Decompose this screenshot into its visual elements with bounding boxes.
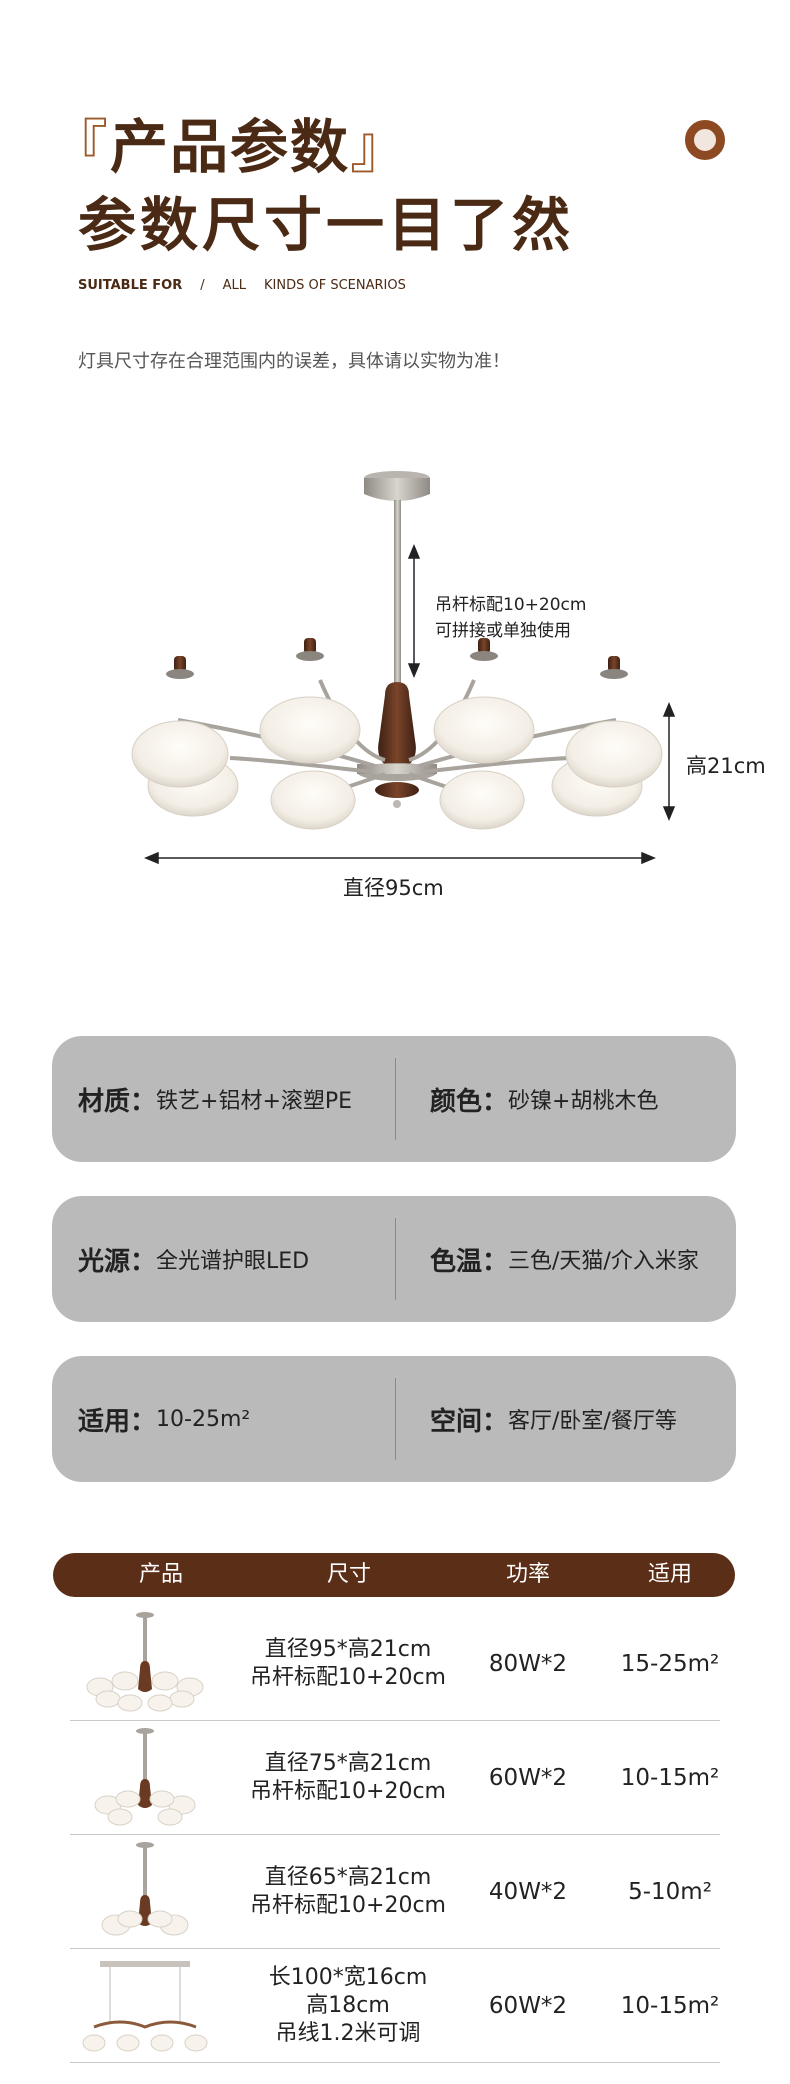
- row-divider: [70, 2062, 720, 2063]
- spec-value: 三色/天猫/介入米家: [508, 1249, 699, 1274]
- scenario-tagline: SUITABLE FOR / ALL KINDS OF SCENARIOS: [78, 278, 406, 293]
- diameter-label: 直径95cm: [343, 876, 444, 900]
- spec-card-material: 材质：铁艺+铝材+滚塑PE 颜色：砂镍+胡桃木色: [52, 1036, 736, 1162]
- area-cell: 15-25m²: [620, 1650, 720, 1677]
- row-divider: [70, 1948, 720, 1949]
- table-row: 直径75*高21cm 吊杆标配10+20cm 60W*2 10-15m²: [70, 1721, 720, 1835]
- spec-label: 光源：: [78, 1246, 157, 1277]
- area-cell: 10-15m²: [620, 1992, 720, 2019]
- row-divider: [70, 1720, 720, 1721]
- card-divider: [395, 1058, 396, 1140]
- product-thumbnail-linear: [82, 1961, 208, 2052]
- size-cell: 直径95*高21cm 吊杆标配10+20cm: [250, 1636, 446, 1690]
- tagline-strong: SUITABLE FOR: [78, 278, 183, 293]
- product-thumbnail-75: [94, 1728, 196, 1826]
- card-divider: [395, 1378, 396, 1460]
- spec-card-usage: 适用：10-25m² 空间：客厅/卧室/餐厅等: [52, 1356, 736, 1482]
- size-cell: 直径65*高21cm 吊杆标配10+20cm: [250, 1864, 446, 1918]
- spec-value: 全光谱护眼LED: [156, 1249, 310, 1274]
- table-header: 产品 尺寸 功率 适用: [53, 1553, 735, 1597]
- power-cell: 40W*2: [488, 1878, 568, 1905]
- area-cell: 5-10m²: [628, 1878, 712, 1905]
- card-divider: [395, 1218, 396, 1300]
- column-header-area: 适用: [647, 1562, 693, 1587]
- power-cell: 60W*2: [488, 1992, 568, 2019]
- height-label: 高21cm: [686, 754, 766, 778]
- spec-value: 铁艺+铝材+滚塑PE: [156, 1089, 353, 1114]
- page-title: 『产品参数』: [50, 100, 410, 184]
- spec-card-light: 光源：全光谱护眼LED 色温：三色/天猫/介入米家: [52, 1196, 736, 1322]
- table-row: 直径65*高21cm 吊杆标配10+20cm 40W*2 5-10m²: [70, 1835, 720, 1949]
- spec-label: 颜色：: [430, 1086, 509, 1117]
- product-thumbnail-65: [101, 1842, 189, 1936]
- spec-label: 色温：: [430, 1246, 509, 1277]
- title-line-1: 产品参数: [110, 113, 351, 181]
- bracket-open: 『: [50, 113, 111, 181]
- dimension-diagram: 吊杆标配10+20cm 可拼接或单独使用 高21cm 直径95cm: [0, 460, 790, 920]
- bracket-close: 』: [350, 113, 411, 181]
- tagline-all: ALL: [222, 278, 246, 293]
- column-header-size: 尺寸: [326, 1562, 372, 1587]
- size-tolerance-notice: 灯具尺寸存在合理范围内的误差，具体请以实物为准！: [78, 351, 510, 372]
- spec-value: 客厅/卧室/餐厅等: [508, 1409, 677, 1434]
- rod-length-label: 吊杆标配10+20cm: [435, 595, 587, 615]
- rod-length-arrow: [407, 544, 421, 678]
- spec-label: 空间：: [430, 1406, 509, 1437]
- spec-label: 材质：: [78, 1086, 157, 1117]
- product-thumbnail-95: [86, 1612, 204, 1712]
- diameter-arrow: [144, 851, 656, 865]
- spec-value: 10-25m²: [156, 1406, 251, 1432]
- area-cell: 10-15m²: [620, 1764, 720, 1791]
- spec-label: 适用：: [78, 1406, 157, 1437]
- row-divider: [70, 1834, 720, 1835]
- table-row: 长100*宽16cm 高18cm 吊线1.2米可调 60W*2 10-15m²: [70, 1949, 720, 2063]
- height-arrow: [662, 702, 676, 821]
- rod-usage-label: 可拼接或单独使用: [435, 621, 571, 641]
- table-row: 直径95*高21cm 吊杆标配10+20cm 80W*2 15-25m²: [70, 1607, 720, 1721]
- page-subtitle-heading: 参数尺寸一目了然: [78, 191, 575, 259]
- spec-value: 砂镍+胡桃木色: [508, 1089, 659, 1114]
- power-cell: 80W*2: [488, 1650, 568, 1677]
- power-cell: 60W*2: [488, 1764, 568, 1791]
- tagline-scenarios: KINDS OF SCENARIOS: [264, 278, 406, 293]
- tagline-separator: /: [200, 278, 205, 293]
- size-cell: 直径75*高21cm 吊杆标配10+20cm: [250, 1750, 446, 1804]
- column-header-product: 产品: [138, 1562, 184, 1587]
- size-cell: 长100*宽16cm 高18cm 吊线1.2米可调: [268, 1964, 428, 2046]
- ring-ornament-icon: [685, 120, 725, 160]
- column-header-power: 功率: [505, 1562, 551, 1587]
- chandelier-illustration: [131, 471, 676, 865]
